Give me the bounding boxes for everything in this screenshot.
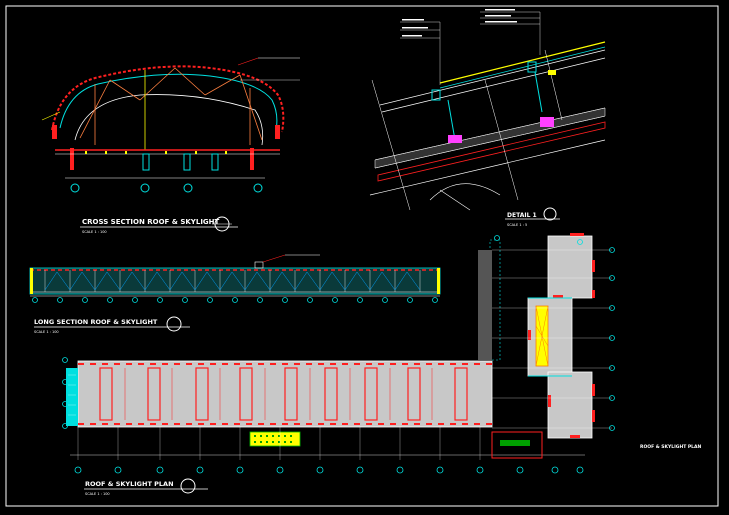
roof-plan-title: ROOF & SKYLIGHT PLAN	[85, 480, 174, 488]
long-section-title: LONG SECTION ROOF & SKYLIGHT	[34, 318, 158, 326]
long-section-scale: SCALE 1 : 100	[34, 330, 59, 334]
detail-scale: SCALE 1 : 5	[507, 223, 527, 227]
long-section-drawing	[29, 254, 441, 332]
roof-plan-drawing	[62, 233, 615, 494]
sheet-border	[5, 5, 719, 507]
roof-plan-scale: SCALE 1 : 100	[85, 492, 110, 496]
sheet-label: ROOF & SKYLIGHT PLAN	[640, 444, 702, 450]
cross-section-title: CROSS SECTION ROOF & SKYLIGHT	[82, 218, 220, 226]
detail-drawing	[369, 9, 606, 221]
cross-section-scale: SCALE 1 : 100	[82, 230, 107, 234]
detail-title: DETAIL 1	[507, 212, 537, 219]
cross-section-drawing	[41, 57, 300, 232]
